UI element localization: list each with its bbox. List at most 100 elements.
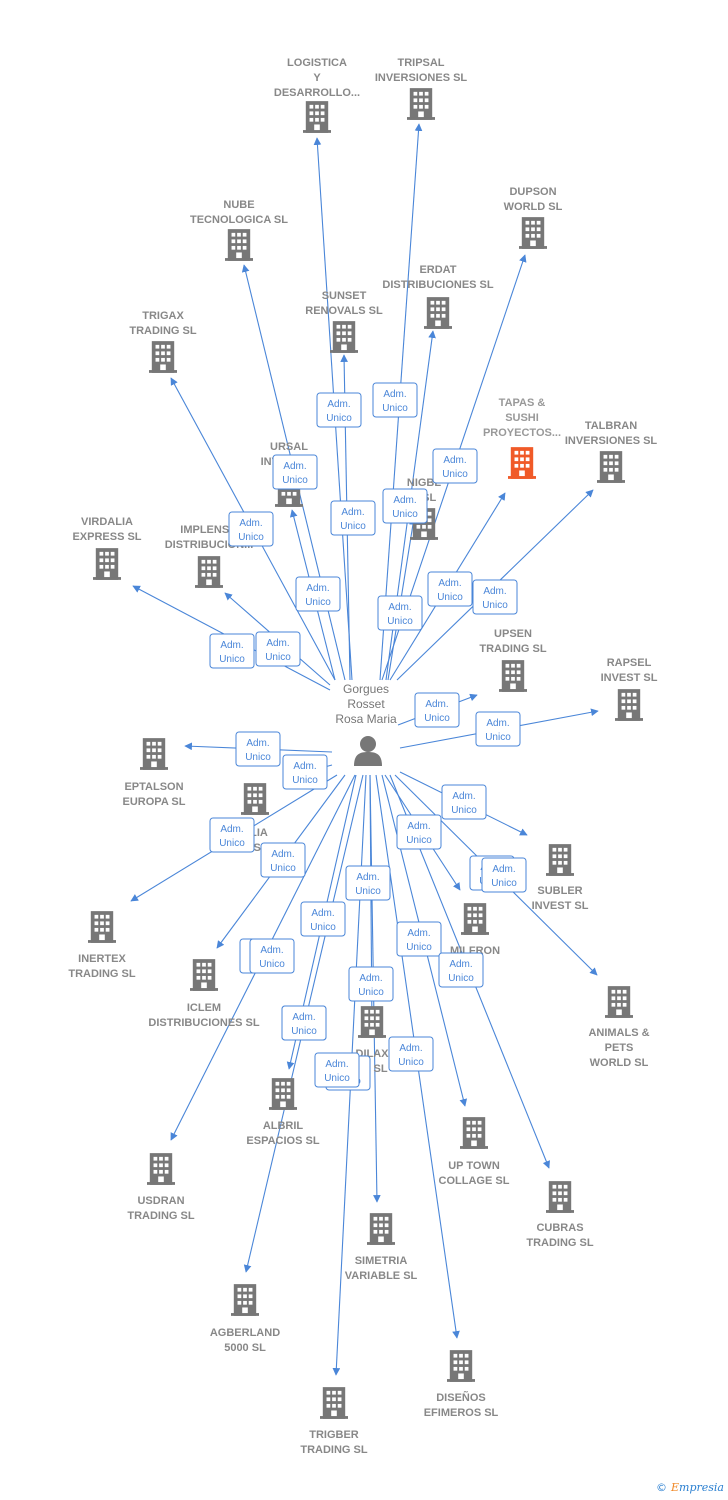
company-node-tapas[interactable]: TAPAS &SUSHIPROYECTOS... xyxy=(483,397,561,479)
building-icon xyxy=(330,321,358,353)
role-label-adm-unico[interactable]: Adm.Unico xyxy=(388,1036,434,1072)
company-name-line: TRADING SL xyxy=(129,325,197,337)
role-label-adm-unico[interactable]: Adm.Unico xyxy=(209,633,255,669)
building-icon xyxy=(424,297,452,329)
role-label-adm-unico[interactable]: Adm.Unico xyxy=(282,754,328,790)
role-label-adm-unico[interactable]: Adm.Unico xyxy=(396,814,442,850)
role-label-line: Adm. xyxy=(383,389,406,400)
role-label-line: Adm. xyxy=(486,718,509,729)
company-name-line: INVEST SL xyxy=(601,672,658,684)
building-icon xyxy=(93,548,121,580)
role-label-adm-unico[interactable]: Adm.Unico xyxy=(209,817,255,853)
role-label-line: Unico xyxy=(259,959,285,970)
role-label-adm-unico[interactable]: Adm. Unico xyxy=(372,382,418,418)
role-label-adm-unico[interactable]: Adm.Unico xyxy=(472,579,518,615)
company-name-line: IMPLENSO xyxy=(180,524,238,536)
role-label-adm-unico[interactable]: Adm.Unico xyxy=(481,857,527,893)
role-label-adm-unico[interactable]: Adm.Unico xyxy=(295,576,341,612)
company-name-line: INVEST SL xyxy=(532,900,589,912)
company-name-line: TRADING SL xyxy=(526,1237,594,1249)
role-label-adm-unico[interactable]: Adm.Unico xyxy=(228,511,274,547)
role-label-adm-unico[interactable]: Adm.Unico xyxy=(300,901,346,937)
role-label-line: Unico xyxy=(382,403,408,414)
role-label-adm-unico[interactable]: Adm.Unico xyxy=(281,1005,327,1041)
role-label-adm-unico[interactable]: Adm.Unico xyxy=(475,711,521,747)
company-name-line: TALBRAN xyxy=(585,420,637,432)
building-icon xyxy=(461,903,489,935)
role-label-adm-unico[interactable]: Adm.Unico xyxy=(348,966,394,1002)
role-label-adm-unico[interactable]: Adm.Unico xyxy=(272,454,318,490)
role-label-line: Unico xyxy=(219,654,245,665)
company-name-line: EXPRESS SL xyxy=(72,531,141,543)
building-icon xyxy=(241,783,269,815)
company-node-usdran[interactable]: USDRAN TRADING SL xyxy=(127,1153,195,1222)
building-icon xyxy=(190,959,218,991)
role-label-adm-unico[interactable]: Adm.Unico xyxy=(314,1052,360,1088)
company-name-line: TRADING SL xyxy=(68,968,136,980)
copyright-icon: © xyxy=(656,1481,667,1494)
role-label-adm-unico[interactable]: Adm.Unico xyxy=(255,631,301,667)
company-name-line: INVERSIONES SL xyxy=(375,72,468,84)
company-name-line: INERTEX xyxy=(78,953,126,965)
role-label-adm-unico[interactable]: Adm.Unico xyxy=(414,692,460,728)
company-node-virdalia[interactable]: VIRDALIA EXPRESS SL xyxy=(72,516,142,580)
role-label-line: Unico xyxy=(324,1073,350,1084)
role-label-line: Unico xyxy=(219,838,245,849)
role-label-line: Adm. xyxy=(239,518,262,529)
center-person[interactable]: Gorgues Rosset Rosa Maria xyxy=(335,682,397,766)
building-icon xyxy=(519,217,547,249)
role-label-adm-unico[interactable]: Adm.Unico xyxy=(432,448,478,484)
role-label-adm-unico[interactable]: Adm.Unico xyxy=(249,938,295,974)
role-label-line: Adm. xyxy=(407,821,430,832)
company-name-line: VIRDALIA xyxy=(81,516,133,528)
company-node-inertex[interactable]: INERTEX TRADING SL xyxy=(68,911,136,980)
company-name-line: CUBRAS xyxy=(536,1222,583,1234)
role-label-adm-unico[interactable]: Adm.Unico xyxy=(377,595,423,631)
brand-footer[interactable]: ©Empresia xyxy=(656,1481,724,1494)
role-label-line: Adm. xyxy=(449,959,472,970)
role-label-adm-unico[interactable]: Adm.Unico xyxy=(382,488,428,524)
role-label-line: Adm. xyxy=(443,455,466,466)
company-name-line: ICLEM xyxy=(187,1002,221,1014)
role-label-line: Adm. xyxy=(438,578,461,589)
person-name-line: Gorgues xyxy=(343,682,389,696)
role-label-adm-unico[interactable]: Adm.Unico xyxy=(316,392,362,428)
role-label-adm-unico[interactable]: Adm.Unico xyxy=(345,865,391,901)
company-node-logistica[interactable]: LOGISTICAYDESARROLLO... xyxy=(274,57,360,133)
building-icon xyxy=(508,447,536,479)
company-name-line: COLLAGE SL xyxy=(439,1175,510,1187)
company-name-line: DESARROLLO... xyxy=(274,87,360,99)
role-label-adm-unico[interactable]: Adm.Unico xyxy=(427,571,473,607)
company-node-cubras[interactable]: CUBRAS TRADING SL xyxy=(526,1181,594,1249)
role-label-adm-unico[interactable]: Adm.Unico xyxy=(441,784,487,820)
role-label-adm-unico[interactable]: Adm.Unico xyxy=(330,500,376,536)
company-name-line: SUNSET xyxy=(322,290,367,302)
role-label-adm-unico[interactable]: Adm.Unico xyxy=(396,921,442,957)
company-name-line: TRADING SL xyxy=(127,1210,195,1222)
role-label-adm-unico[interactable]: Adm.Unico xyxy=(260,842,306,878)
building-icon xyxy=(367,1213,395,1245)
role-label-adm-unico[interactable]: Adm.Unico xyxy=(235,731,281,767)
company-name-line: USDRAN xyxy=(137,1195,184,1207)
role-label-adm-unico[interactable]: Adm.Unico xyxy=(438,952,484,988)
